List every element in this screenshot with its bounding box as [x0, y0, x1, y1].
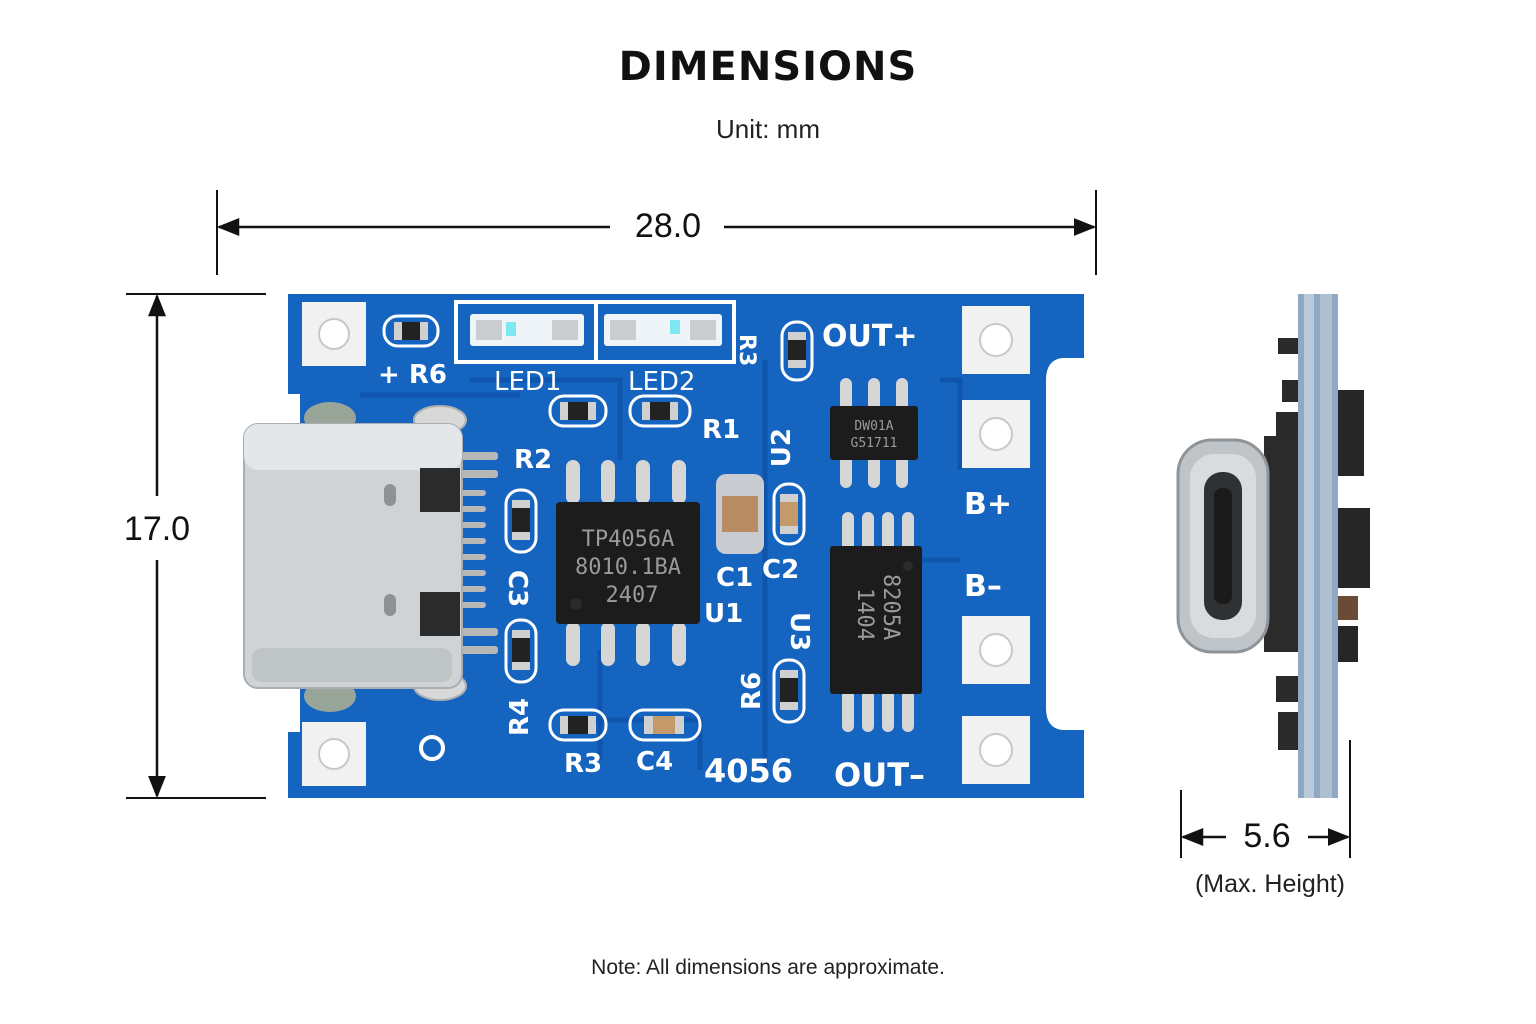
silk-out-plus: OUT+: [822, 319, 917, 354]
max-height-label: (Max. Height): [1194, 870, 1346, 898]
u2-chip: [830, 378, 918, 488]
silk-r6: R6: [737, 672, 767, 710]
silk-b-plus: B+: [964, 487, 1012, 522]
silk-r3: R3: [564, 749, 602, 779]
silk-u1: U1: [704, 599, 743, 629]
silk-c1: C1: [716, 563, 753, 593]
silk-r4: R4: [505, 698, 535, 736]
silk-led2: LED2: [628, 367, 695, 397]
thickness-value: 5.6: [1243, 817, 1291, 855]
pcb-traces: [360, 360, 963, 780]
u3-marking-2: 1404: [852, 588, 877, 641]
side-usb-c: [1176, 436, 1298, 654]
u1-marking-3: 2407: [606, 583, 659, 608]
silk-r2: R2: [514, 445, 552, 475]
silk-r3-top: R3: [734, 334, 759, 366]
silk-c4: C4: [636, 747, 673, 777]
silk-plus-r6: + R6: [378, 360, 447, 390]
corner-pads: [302, 302, 1030, 786]
page-title: DIMENSIONS: [618, 44, 918, 90]
smd-components: [382, 314, 814, 761]
u1-chip: [556, 460, 700, 666]
silk-u3: U3: [784, 612, 814, 651]
u2-marking-2: G51711: [851, 436, 898, 451]
silk-b-minus: B–: [964, 569, 1002, 604]
u1-marking-1: TP4056A: [582, 527, 675, 552]
usb-c-connector: [243, 402, 498, 712]
silk-r1: R1: [702, 415, 740, 445]
silk-led1: LED1: [494, 367, 561, 397]
u2-marking-1: DW01A: [854, 419, 893, 434]
u1-marking-2: 8010.1BA: [575, 555, 681, 580]
led-block: [454, 300, 736, 364]
silk-c3: C3: [502, 570, 532, 607]
unit-label: Unit: mm: [716, 114, 820, 144]
silk-u2: U2: [767, 428, 797, 467]
width-value: 28.0: [634, 207, 702, 245]
silk-c2: C2: [762, 555, 799, 585]
u3-chip: [830, 512, 922, 732]
u3-marking-1: 8205A: [878, 574, 903, 640]
silk-model: 4056: [704, 752, 793, 790]
silk-out-minus: OUT–: [834, 756, 925, 794]
height-value: 17.0: [123, 510, 191, 548]
approximation-note: Note: All dimensions are approximate.: [591, 956, 945, 979]
